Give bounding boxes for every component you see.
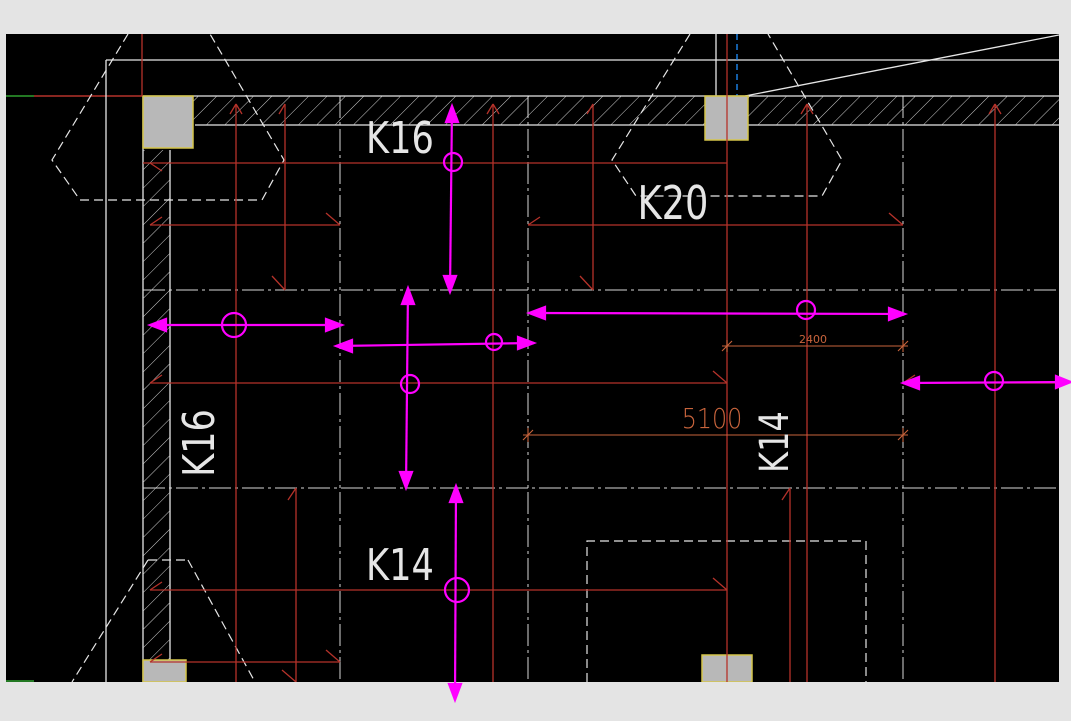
column-top-left <box>142 95 194 149</box>
hatched-beam-top <box>193 96 1059 125</box>
column-bottom-left <box>142 659 187 682</box>
dimension-text-5100: 5100 <box>682 403 743 435</box>
dimension-text-2400: 2400 <box>799 333 827 346</box>
markup-arrow-horizontal-left <box>146 311 346 339</box>
rebar-lines <box>141 34 1059 682</box>
slab-label-k20: K20 <box>638 176 709 230</box>
dimension-5100 <box>522 428 909 442</box>
markup-circle <box>442 151 464 173</box>
markup-arrow-vertical-bottom <box>443 482 471 704</box>
markup-arrow-vertical-top <box>442 102 464 296</box>
slab-label-k14-vertical: K14 <box>750 411 797 473</box>
slab-label-k16-left: K16 <box>174 409 225 477</box>
markup-arrow-horizontal-mid <box>525 299 909 322</box>
slab-label-k16-top: K16 <box>366 113 434 164</box>
hatched-beam-left <box>143 150 170 682</box>
review-markups[interactable] <box>146 102 1071 704</box>
slab-label-k14-center: K14 <box>366 540 434 591</box>
markup-arrow-cross-center <box>332 284 538 492</box>
dimension-2400 <box>721 340 909 352</box>
markup-arrow-horizontal-right <box>899 370 1071 392</box>
